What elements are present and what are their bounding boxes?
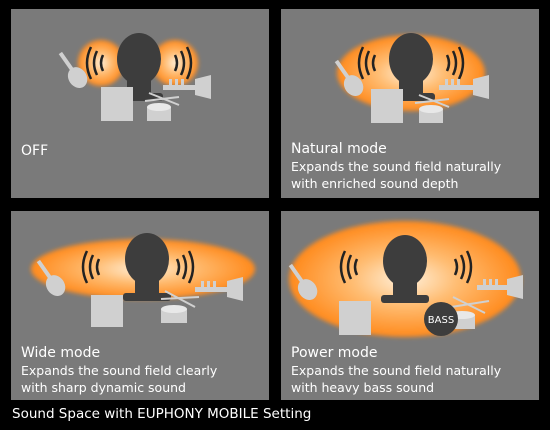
panel-desc-line-2: with heavy bass sound — [291, 380, 435, 395]
panel-desc-line-2: with enriched sound depth — [291, 176, 459, 191]
trumpet-icon — [477, 275, 523, 299]
figure-caption: Sound Space with EUPHONY MOBILE Setting — [12, 406, 312, 422]
guitar-icon — [288, 263, 318, 300]
panel-desc-line-1: Expands the sound field clearly — [21, 363, 218, 378]
speaker-waves-icon — [85, 46, 193, 80]
trumpet-icon — [163, 75, 211, 99]
panel-title: Power mode — [291, 345, 378, 361]
drum-icon — [414, 94, 450, 123]
bass-badge-label: BASS — [428, 315, 454, 326]
panel-desc-line-1: Expands the sound field naturally — [291, 159, 502, 174]
panel-title: OFF — [21, 143, 49, 159]
trumpet-icon — [195, 277, 243, 301]
panel-desc-line-2: with sharp dynamic sound — [21, 380, 186, 395]
drum-icon — [144, 92, 180, 121]
head-icon — [123, 233, 171, 301]
guitar-icon — [334, 59, 364, 96]
speaker-waves-icon — [81, 250, 195, 284]
guitar-icon — [36, 259, 66, 296]
panel-desc-line-1: Expands the sound field naturally — [291, 363, 502, 378]
panel-power-mode: BASS Power mode Expands the sound field … — [281, 211, 539, 400]
piano-icon — [101, 87, 133, 121]
head-icon — [381, 235, 429, 303]
piano-icon — [339, 301, 371, 335]
bass-badge: BASS — [424, 302, 458, 336]
panel-wide-mode: Wide mode Expands the sound field clearl… — [11, 211, 269, 400]
speaker-waves-icon — [357, 46, 465, 80]
glow-right — [152, 40, 198, 86]
piano-icon — [371, 89, 403, 123]
guitar-icon — [58, 51, 88, 88]
speaker-waves-icon — [339, 250, 473, 284]
panel-title: Wide mode — [21, 345, 101, 361]
piano-icon — [91, 295, 123, 327]
drum-icon — [160, 290, 200, 323]
panel-natural-mode: Natural mode Expands the sound field nat… — [281, 9, 539, 198]
trumpet-icon — [439, 75, 489, 99]
panel-off: OFF — [11, 9, 269, 198]
panel-title: Natural mode — [291, 141, 387, 157]
